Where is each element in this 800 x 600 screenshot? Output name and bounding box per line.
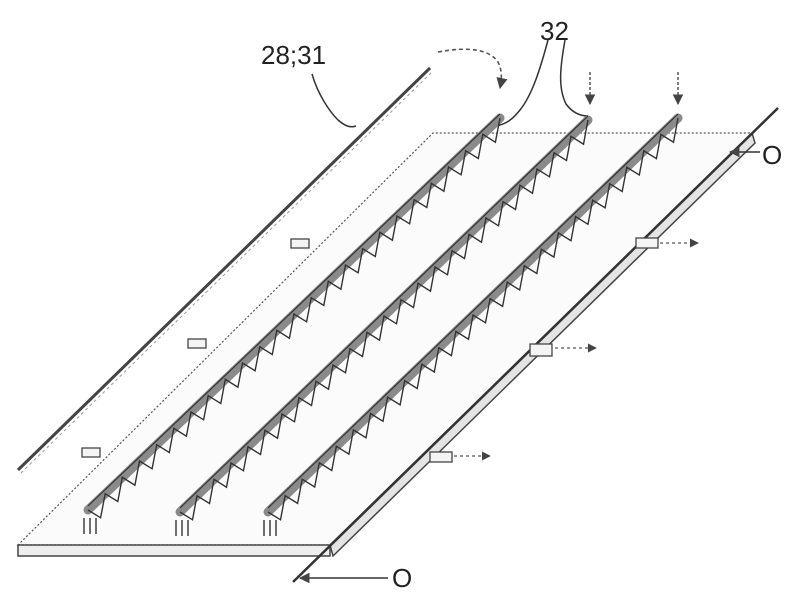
leader-line-32-b [559, 39, 589, 117]
spray-row [83, 113, 505, 534]
feed-arrow [437, 48, 508, 90]
reference-label-28-31: 28;31 [261, 40, 327, 70]
block [187, 338, 207, 349]
bar-28-31 [16, 66, 434, 474]
platform-plate [16, 131, 756, 558]
plate-blocks [81, 238, 310, 458]
row-input-arrows [584, 72, 684, 106]
leader-line-28-31 [311, 73, 357, 128]
block [81, 447, 101, 458]
axis-label-bottom: O [392, 563, 413, 593]
spray-row [175, 115, 593, 536]
reference-label-32: 32 [540, 16, 569, 46]
spray-row [263, 113, 683, 536]
block [290, 238, 310, 249]
axis-label-top: O [762, 140, 783, 170]
spray-rows [83, 113, 683, 536]
leader-line-32-a [495, 39, 549, 127]
edge-flow-arrows [429, 237, 699, 463]
